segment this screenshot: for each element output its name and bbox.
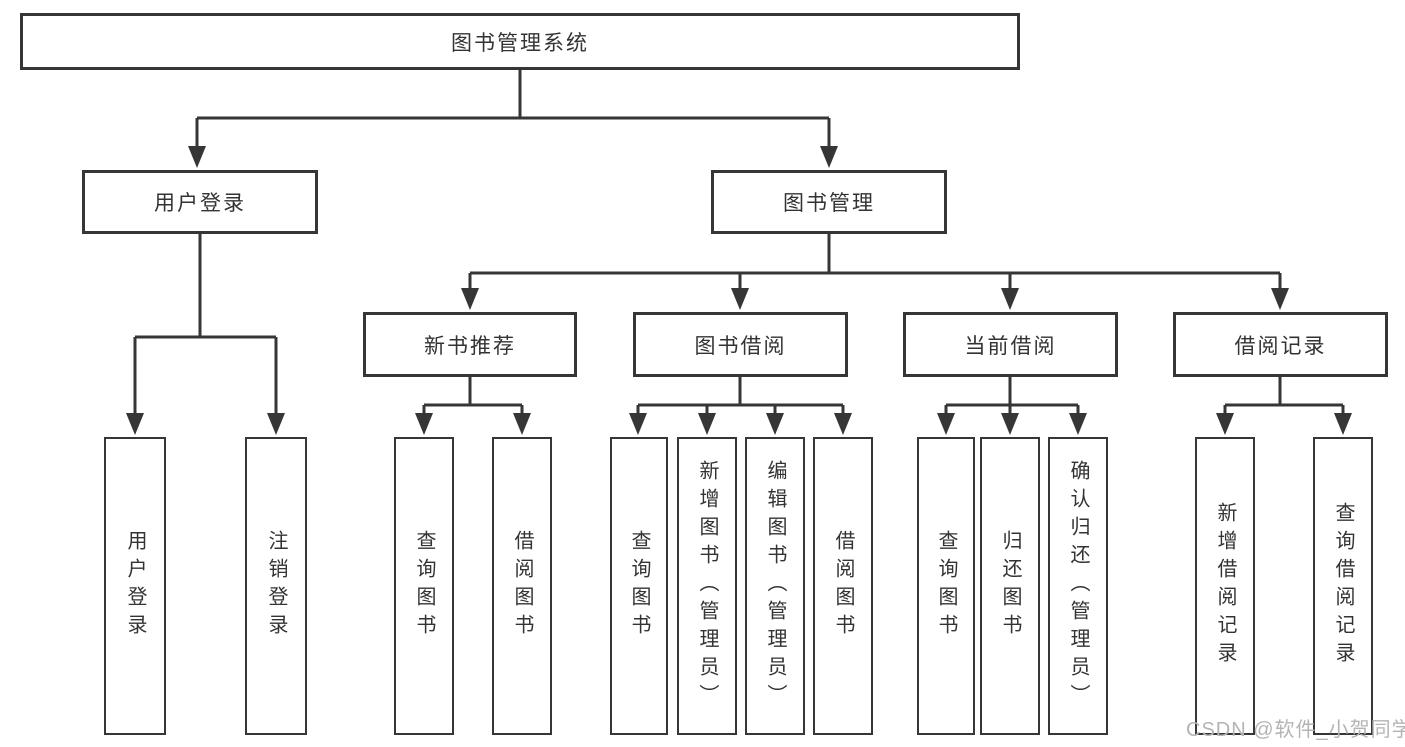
node-label: 用户登录 (154, 192, 246, 215)
leaf-label: 新增借阅记录 (1214, 502, 1236, 670)
node-label: 图书管理 (783, 192, 875, 215)
node-user-login-branch: 用户登录 (82, 170, 318, 234)
node-new-book-recommendation: 新书推荐 (363, 312, 577, 377)
node-book-management: 图书管理 (711, 170, 947, 234)
leaf-return-books: 归还图书 (980, 437, 1040, 735)
leaf-label: 注销登录 (265, 530, 287, 642)
leaf-label: 借阅图书 (832, 530, 854, 642)
node-book-management-system: 图书管理系统 (20, 13, 1020, 70)
leaf-label: 查询图书 (935, 530, 957, 642)
leaf-label: 新增图书（管理员） (696, 460, 718, 712)
arrowheads (126, 146, 1352, 435)
leaf-user-login: 用户登录 (104, 437, 166, 735)
leaf-query-borrow-record: 查询借阅记录 (1313, 437, 1373, 735)
leaf-add-borrow-record: 新增借阅记录 (1195, 437, 1255, 735)
leaf-label: 用户登录 (124, 530, 146, 642)
leaf-logout: 注销登录 (245, 437, 307, 735)
leaf-label: 查询借阅记录 (1332, 502, 1354, 670)
leaf-label: 借阅图书 (511, 530, 533, 642)
csdn-watermark: CSDN @软件_小贺同学 (1186, 719, 1405, 741)
node-label: 新书推荐 (424, 334, 516, 358)
node-current-borrowing: 当前借阅 (903, 312, 1118, 377)
leaf-query-books-borrowing: 查询图书 (610, 437, 668, 735)
leaf-label: 归还图书 (999, 530, 1021, 642)
leaf-label: 查询图书 (413, 530, 435, 642)
leaf-add-books-admin: 新增图书（管理员） (677, 437, 737, 735)
leaf-query-books-current: 查询图书 (917, 437, 975, 735)
node-label: 图书借阅 (694, 334, 787, 358)
leaf-query-books-recommendation: 查询图书 (394, 437, 454, 735)
node-book-borrowing: 图书借阅 (633, 312, 848, 377)
leaf-confirm-return-admin: 确认归还（管理员） (1048, 437, 1108, 735)
leaf-borrow-books-recommendation: 借阅图书 (492, 437, 552, 735)
leaf-label: 确认归还（管理员） (1067, 460, 1089, 712)
leaf-borrow-books: 借阅图书 (813, 437, 873, 735)
node-borrowing-records: 借阅记录 (1173, 312, 1388, 377)
node-label: 借阅记录 (1234, 334, 1327, 358)
leaf-edit-books-admin: 编辑图书（管理员） (745, 437, 805, 735)
leaf-label: 编辑图书（管理员） (764, 460, 786, 712)
node-label: 当前借阅 (964, 334, 1057, 358)
leaf-label: 查询图书 (628, 530, 650, 642)
node-label: 图书管理系统 (451, 31, 589, 55)
